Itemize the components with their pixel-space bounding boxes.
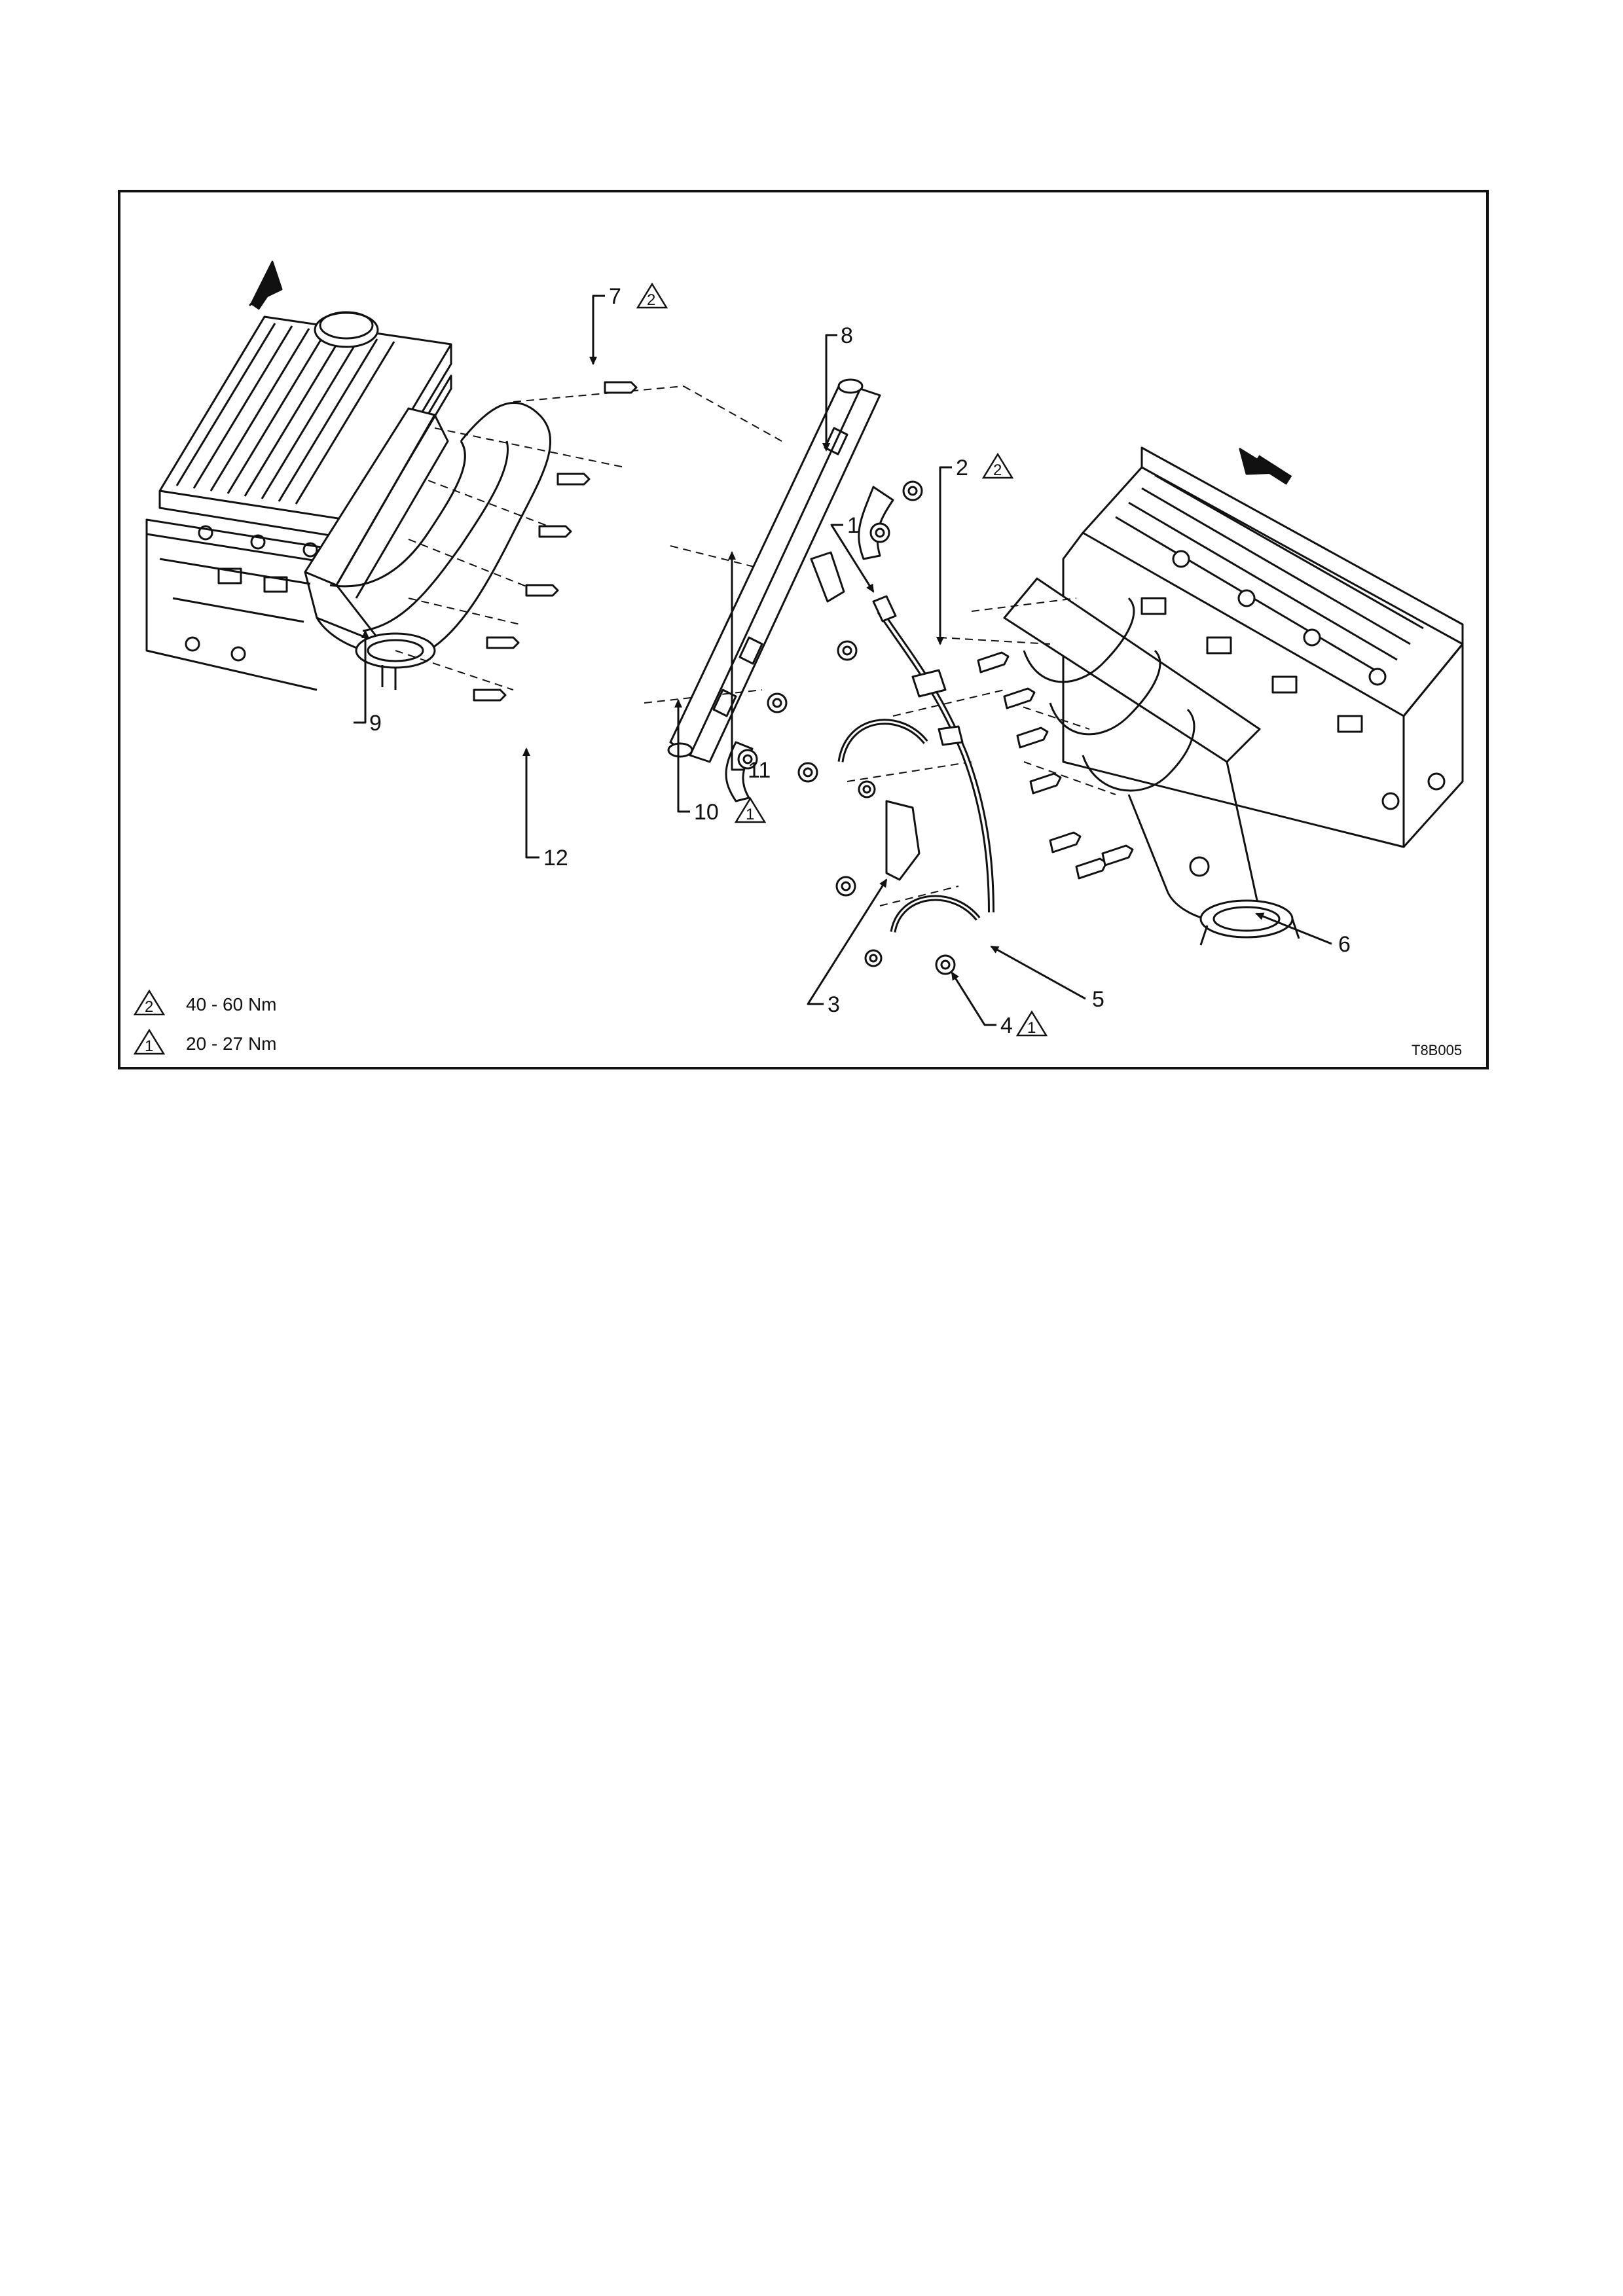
svg-text:2: 2 [647, 291, 655, 309]
svg-text:3: 3 [828, 992, 840, 1017]
callout-10: 10 1 [694, 798, 765, 825]
svg-text:1: 1 [145, 1037, 153, 1055]
torque-spec-triangle: 2 [638, 284, 666, 309]
torque-legend: 2 40 - 60 Nm 1 20 - 27 Nm [135, 991, 277, 1055]
svg-text:1: 1 [847, 513, 860, 538]
callout-6: 6 [1338, 932, 1351, 957]
svg-text:1: 1 [1027, 1019, 1036, 1037]
svg-text:4: 4 [1000, 1013, 1013, 1038]
leader-5 [991, 946, 1085, 999]
svg-text:40 - 60 Nm: 40 - 60 Nm [186, 994, 277, 1014]
callout-9: 9 [369, 711, 382, 736]
exhaust-manifold-right [1004, 579, 1299, 945]
legend-item-2: 1 20 - 27 Nm [135, 1030, 277, 1055]
callout-3: 3 [828, 992, 840, 1017]
leader-12 [526, 749, 539, 857]
svg-text:2: 2 [145, 998, 153, 1016]
leader-3 [808, 880, 886, 1004]
manifold-bolts-left [474, 382, 636, 700]
svg-text:2: 2 [993, 461, 1002, 479]
leader-7 [593, 296, 605, 364]
svg-text:7: 7 [609, 284, 621, 309]
bracket-3 [886, 801, 919, 880]
svg-text:1: 1 [746, 806, 754, 823]
svg-text:5: 5 [1092, 987, 1104, 1012]
torque-spec-triangle: 1 [1017, 1012, 1046, 1037]
callout-1: 1 [847, 513, 860, 538]
svg-text:9: 9 [369, 711, 382, 736]
callout-2: 2 2 [956, 454, 1012, 480]
svg-text:2: 2 [956, 456, 968, 480]
torque-spec-triangle: 1 [736, 798, 765, 823]
callout-11: 11 [748, 758, 771, 783]
callout-7: 7 2 [609, 284, 666, 309]
svg-text:6: 6 [1338, 932, 1351, 957]
callout-5: 5 [1092, 987, 1104, 1012]
exploded-view-diagram: 7 2 8 9 10 1 11 12 1 2 2 3 4 [120, 192, 1491, 1072]
illustration-frame: 7 2 8 9 10 1 11 12 1 2 2 3 4 [118, 190, 1489, 1069]
torque-spec-triangle: 2 [983, 454, 1012, 479]
leader-2 [940, 467, 952, 644]
leader-4 [952, 973, 996, 1025]
right-assembly [799, 448, 1463, 1025]
svg-text:12: 12 [543, 846, 568, 870]
callout-12: 12 [543, 846, 568, 870]
figure-reference-code: T8B005 [1412, 1042, 1462, 1058]
svg-text:11: 11 [748, 758, 771, 783]
svg-text:20 - 27 Nm: 20 - 27 Nm [186, 1033, 277, 1054]
svg-text:10: 10 [694, 800, 719, 825]
legend-item-1: 2 40 - 60 Nm [135, 991, 277, 1016]
clamps-right [799, 722, 978, 974]
callout-8: 8 [841, 323, 853, 348]
svg-text:8: 8 [841, 323, 853, 348]
callout-4: 4 1 [1000, 1012, 1046, 1038]
